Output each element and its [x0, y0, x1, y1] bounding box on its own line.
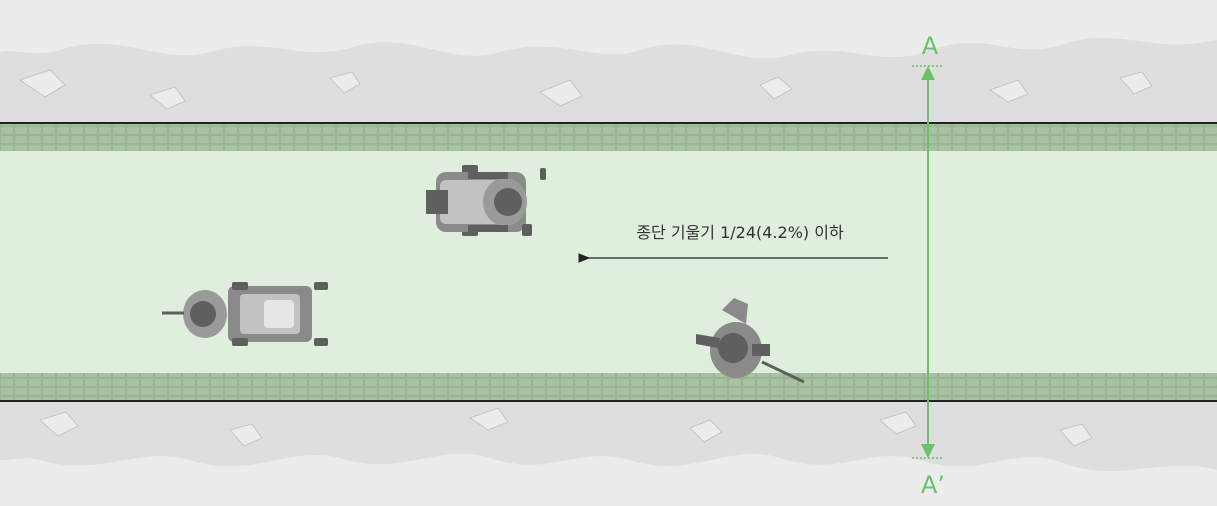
section-line: A A’	[912, 32, 945, 499]
walkway-surface	[0, 122, 1217, 402]
section-label-end: A’	[921, 471, 945, 499]
cane-user-figure	[696, 298, 805, 384]
paver-band-top	[0, 124, 1217, 151]
slope-label: 종단 기울기 1/24(4.2%) 이하	[636, 223, 844, 242]
scooter-user-figure	[162, 282, 328, 346]
wheelchair-user-figure	[426, 165, 546, 236]
section-label-start: A	[922, 32, 939, 60]
paver-band-bottom	[0, 373, 1217, 400]
ground-bottom	[0, 402, 1217, 506]
ground-top	[0, 0, 1217, 122]
walkway	[0, 122, 1217, 402]
